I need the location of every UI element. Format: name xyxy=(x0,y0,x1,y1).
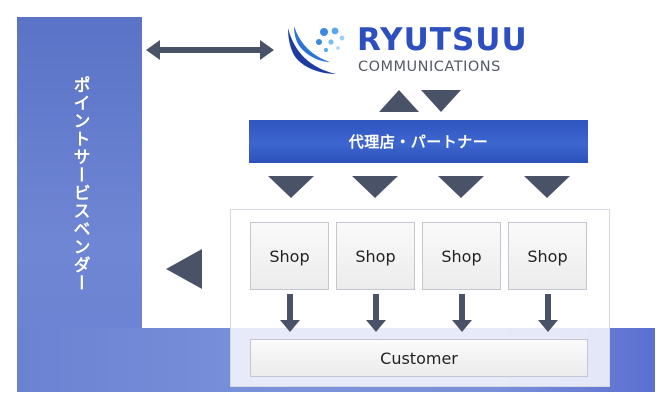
arrow-down-icon xyxy=(280,294,300,332)
triangle-down-icon xyxy=(352,176,398,198)
logo-name: RYUTSUU xyxy=(357,22,528,58)
arrow-down-icon xyxy=(366,294,386,332)
triangle-left-icon xyxy=(166,249,202,289)
shop-box: Shop xyxy=(250,222,329,290)
partner-bar: 代理店・パートナー xyxy=(249,120,588,163)
up-down-arrows-icon xyxy=(379,90,461,112)
triangle-down-icon xyxy=(268,176,314,198)
shop-box: Shop xyxy=(336,222,415,290)
arrow-down-icon xyxy=(452,294,472,332)
shop-box: Shop xyxy=(422,222,501,290)
customer-box: Customer xyxy=(250,339,588,377)
triangle-down-icon xyxy=(438,176,484,198)
arrow-down-icon xyxy=(538,294,558,332)
logo-subtitle: COMMUNICATIONS xyxy=(358,59,501,75)
triangle-down-icon xyxy=(524,176,570,198)
logo-swirl-icon xyxy=(288,26,345,74)
shop-box: Shop xyxy=(508,222,587,290)
provider-label: ポイントサービスベンダー xyxy=(69,76,90,292)
double-arrow-icon xyxy=(146,40,274,60)
